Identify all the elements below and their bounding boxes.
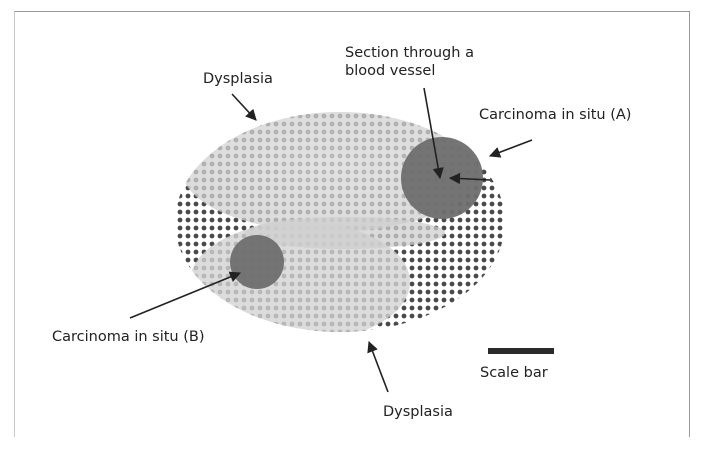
arrow-dysplasia-top bbox=[232, 94, 256, 120]
label-carcinoma-a: Carcinoma in situ (A) bbox=[479, 106, 631, 124]
arrow-dysplasia-bottom bbox=[369, 342, 388, 392]
label-scale-bar: Scale bar bbox=[480, 364, 548, 382]
label-dysplasia-bottom: Dysplasia bbox=[383, 403, 453, 421]
label-blood-vessel-line1: Section through a bbox=[345, 44, 535, 62]
arrow-carcinoma-a bbox=[490, 140, 532, 156]
label-blood-vessel: Section through a blood vessel bbox=[345, 44, 535, 80]
scale-bar bbox=[488, 348, 554, 354]
carcinoma-a-region bbox=[401, 137, 483, 219]
label-blood-vessel-line2: blood vessel bbox=[345, 62, 535, 80]
label-carcinoma-b: Carcinoma in situ (B) bbox=[52, 328, 205, 346]
label-dysplasia-top: Dysplasia bbox=[203, 70, 273, 88]
carcinoma-b-region bbox=[230, 235, 284, 289]
